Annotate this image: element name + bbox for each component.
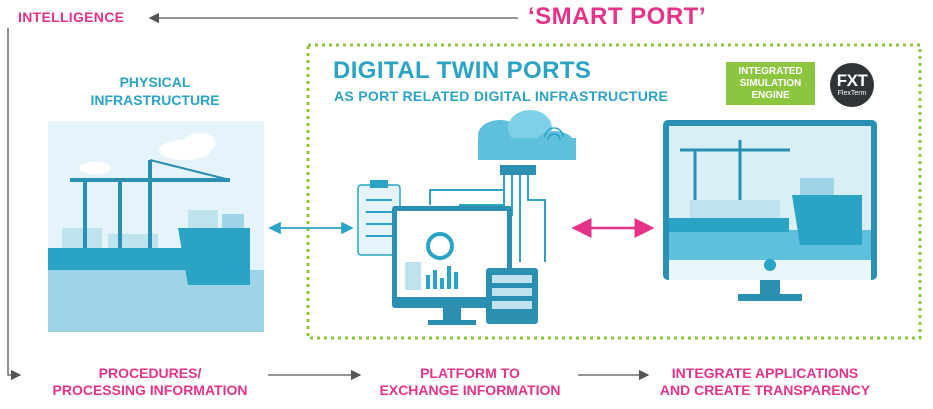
procedures-line1: PROCEDURES/ <box>98 365 202 381</box>
engine-badge-line3: ENGINE <box>751 89 790 101</box>
engine-badge-line1: INTEGRATED <box>738 65 803 77</box>
digital-twin-monitor-illustration <box>663 120 877 301</box>
digital-twin-frame <box>306 43 922 340</box>
integrate-line2: AND CREATE TRANSPARENCY <box>659 382 871 398</box>
feedback-loop-connector <box>7 12 518 381</box>
smart-port-title: ‘SMART PORT’ <box>528 3 706 30</box>
digital-twin-subtitle: AS PORT RELATED DIGITAL INFRASTRUCTURE <box>334 88 669 104</box>
fxt-logo-sub: FlexTerm <box>837 90 867 97</box>
integrate-label: INTEGRATE APPLICATIONS AND CREATE TRANSP… <box>640 365 890 399</box>
physical-infrastructure-title: PHYSICAL INFRASTRUCTURE <box>60 73 250 109</box>
physical-title-line2: INFRASTRUCTURE <box>90 92 220 108</box>
integrate-line1: INTEGRATE APPLICATIONS <box>671 365 859 381</box>
digital-platform-illustration <box>357 110 576 325</box>
platform-label: PLATFORM TO EXCHANGE INFORMATION <box>355 365 585 399</box>
fxt-flexterm-logo: FXT FlexTerm <box>830 63 874 107</box>
physical-port-illustration <box>48 121 264 332</box>
fxt-logo-main: FXT <box>836 71 868 90</box>
physical-title-line1: PHYSICAL <box>119 74 191 90</box>
platform-line1: PLATFORM TO <box>420 365 520 381</box>
intelligence-label: INTELLIGENCE <box>18 9 125 25</box>
procedures-line2: PROCESSING INFORMATION <box>52 382 248 398</box>
digital-twin-title: DIGITAL TWIN PORTS <box>333 57 592 84</box>
simulation-engine-badge: INTEGRATED SIMULATION ENGINE <box>726 62 815 105</box>
procedures-label: PROCEDURES/ PROCESSING INFORMATION <box>30 365 270 399</box>
engine-badge-line2: SIMULATION <box>739 77 802 89</box>
platform-line2: EXCHANGE INFORMATION <box>379 382 561 398</box>
